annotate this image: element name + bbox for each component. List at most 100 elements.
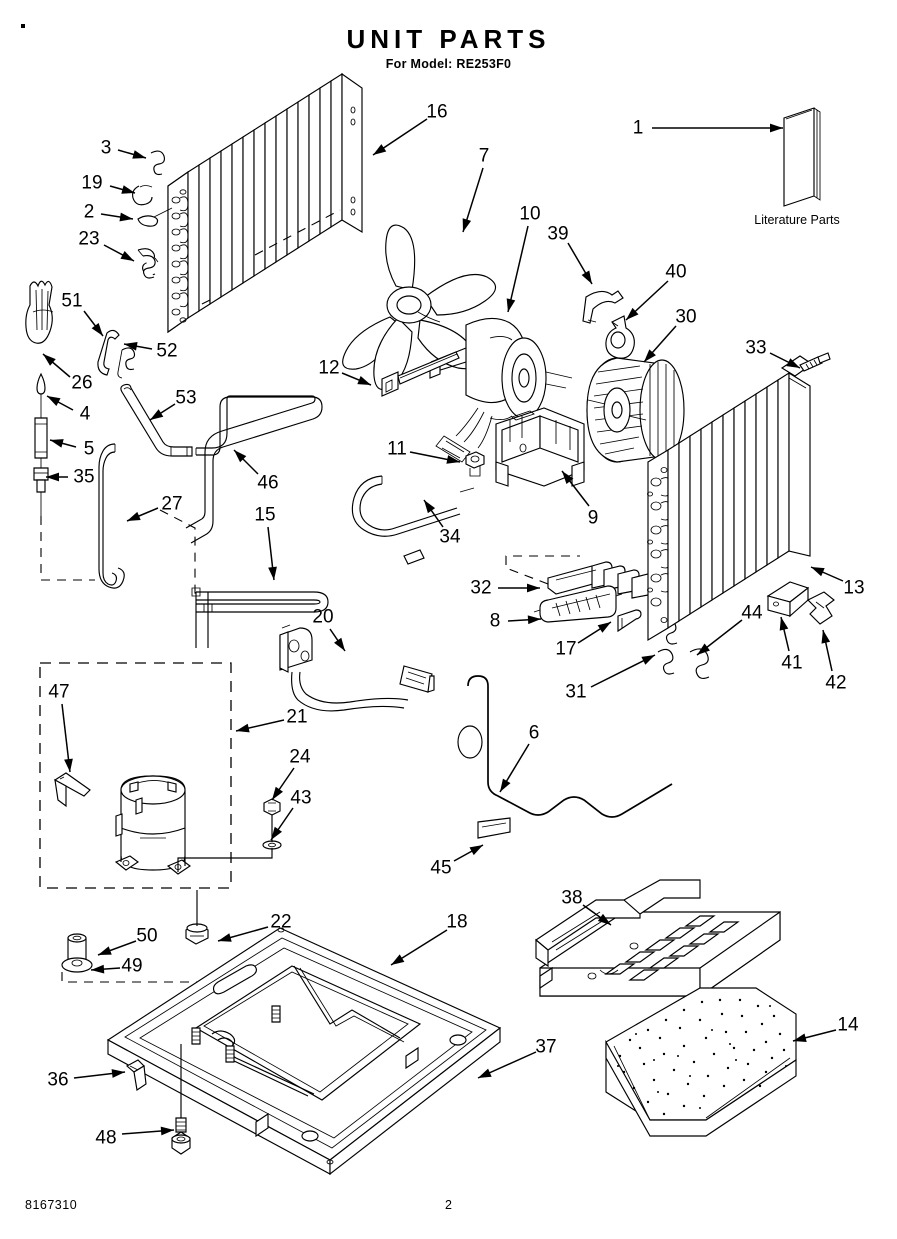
callout-number-43[interactable]: 43 [290,787,312,809]
leader-arrowhead-26 [43,354,56,366]
callout-number-47[interactable]: 47 [48,681,70,703]
callout-number-4[interactable]: 4 [79,403,91,425]
foam-texture [617,998,787,1116]
leader-arrowhead-22 [218,933,232,942]
part-literature [783,107,821,207]
callout-number-10[interactable]: 10 [519,203,541,225]
part-bracket-41 [766,581,810,618]
callout-number-3[interactable]: 3 [100,137,112,159]
part-condenser-coil [647,355,814,642]
part-grille-support [535,879,781,998]
part-wire-bundle-26 [25,280,54,344]
part-manifold-32 [505,555,654,599]
condenser-end-plate [788,371,811,557]
leader-arrowhead-41 [779,617,789,631]
part-clip-52 [117,347,136,379]
callout-number-37[interactable]: 37 [535,1036,557,1058]
callout-number-15[interactable]: 15 [254,504,276,526]
callout-number-13[interactable]: 13 [843,577,865,599]
leader-arrowhead-12 [357,375,371,385]
part-tube-53 [120,383,193,457]
callout-number-44[interactable]: 44 [741,602,763,624]
callout-number-40[interactable]: 40 [665,261,687,283]
callout-number-14[interactable]: 14 [837,1014,859,1036]
callout-number-18[interactable]: 18 [446,911,468,933]
callout-number-1[interactable]: 1 [632,117,644,139]
callout-number-38[interactable]: 38 [561,887,583,909]
callout-number-50[interactable]: 50 [136,925,158,947]
callout-number-32[interactable]: 32 [470,577,492,599]
motor-lead-wires [435,407,493,463]
leader-arrowhead-24 [272,786,283,800]
callout-number-27[interactable]: 27 [161,493,183,515]
callout-number-22[interactable]: 22 [270,911,292,933]
callout-number-24[interactable]: 24 [289,746,311,768]
callout-number-16[interactable]: 16 [426,101,448,123]
callout-number-30[interactable]: 30 [675,306,697,328]
part-pin-4 [36,372,46,410]
callout-number-35[interactable]: 35 [73,466,95,488]
leader-arrowhead-36 [111,1069,125,1078]
part-washer-49 [61,957,93,973]
callout-number-49[interactable]: 49 [121,955,143,977]
callout-number-41[interactable]: 41 [781,652,803,674]
callout-number-20[interactable]: 20 [312,606,334,628]
callout-number-6[interactable]: 6 [528,722,540,744]
part-nut-11 [465,451,485,477]
callout-number-42[interactable]: 42 [825,672,847,694]
callout-number-8[interactable]: 8 [489,610,501,632]
leader-arrowhead-7 [462,218,472,232]
compressor-mount-line [177,848,273,872]
part-drier-5 [34,410,48,468]
callout-number-34[interactable]: 34 [439,526,461,548]
callout-number-39[interactable]: 39 [547,223,569,245]
part-foam-pad [605,987,797,1137]
callout-number-45[interactable]: 45 [430,857,452,879]
callout-number-11[interactable]: 11 [387,438,407,460]
callout-number-7[interactable]: 7 [478,145,490,167]
leader-arrowhead-8 [527,615,541,625]
hidden-line-35 [40,516,95,581]
callout-number-5[interactable]: 5 [83,438,95,460]
callout-number-2[interactable]: 2 [83,201,95,223]
part-tube-34 [351,475,475,565]
callout-number-12[interactable]: 12 [318,357,340,379]
grille-slots [604,915,740,981]
leader-arrowhead-17 [597,622,611,633]
callout-number-31[interactable]: 31 [565,681,587,703]
callout-number-19[interactable]: 19 [81,172,103,194]
coil-return-bends [167,170,189,334]
callout-number-9[interactable]: 9 [587,507,599,529]
leader-arrowhead-15 [268,566,277,580]
callout-number-46[interactable]: 46 [257,472,279,494]
callout-number-51[interactable]: 51 [61,290,83,312]
callout-number-17[interactable]: 17 [555,638,577,660]
part-clamp-40 [605,315,635,359]
callout-number-26[interactable]: 26 [71,372,93,394]
callout-number-48[interactable]: 48 [95,1127,117,1149]
callout-number-36[interactable]: 36 [47,1069,69,1091]
coil-end-plate [341,72,363,234]
part-fan-blade [342,224,497,391]
callout-number-23[interactable]: 23 [78,228,100,250]
leader-arrowhead-48 [160,1126,174,1136]
part-tube-27 [98,443,125,589]
part-compressor [114,775,191,875]
callout-number-53[interactable]: 53 [175,387,197,409]
base-pan-studs [191,1005,281,1063]
callout-number-33[interactable]: 33 [745,337,767,359]
part-motor-bracket [495,407,585,487]
part-fan-motor [429,317,573,463]
hidden-line-27 [159,509,196,596]
leader-arrowhead-40 [626,307,639,320]
callout-number-52[interactable]: 52 [156,340,178,362]
part-tube-15 [191,587,329,648]
part-clip-42 [807,591,835,625]
leader-line-10 [507,225,529,313]
leader-arrowhead-32 [527,583,540,593]
footer-document-code: 8167310 [25,1198,78,1212]
callout-number-21[interactable]: 21 [286,706,308,728]
leader-arrowhead-46 [234,450,247,463]
leader-arrowhead-52 [124,341,138,351]
leader-arrowhead-34 [424,500,436,514]
